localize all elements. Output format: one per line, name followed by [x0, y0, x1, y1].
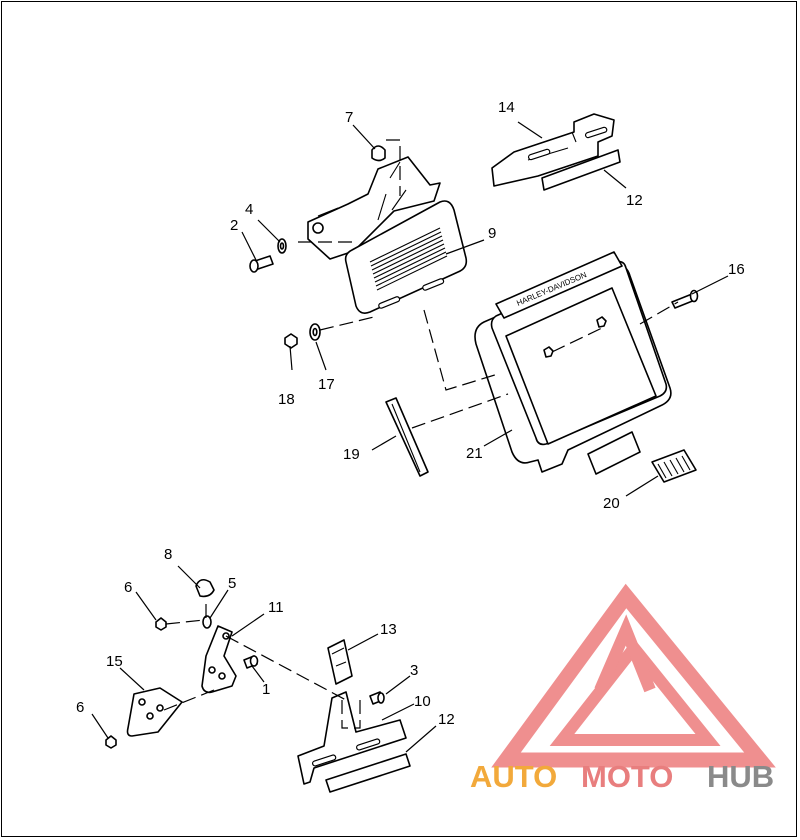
part-17-washer [309, 323, 321, 341]
callout-8: 8 [164, 546, 172, 563]
part-6-nut-lower [105, 735, 117, 749]
part-5-washer [202, 615, 212, 629]
callout-7: 7 [345, 109, 353, 126]
part-13-clip [327, 639, 353, 685]
part-20-reflector [651, 449, 697, 483]
callout-5: 5 [228, 575, 236, 592]
part-14-bracket [491, 113, 615, 187]
callout-13: 13 [380, 621, 397, 638]
callout-21: 21 [466, 445, 483, 462]
part-4-washer [277, 238, 287, 254]
callout-12-lower: 12 [438, 711, 455, 728]
part-9-bracket [307, 156, 468, 314]
callout-19: 19 [343, 446, 360, 463]
part-3-screw [369, 691, 385, 705]
part-21-plate-frame: HARLEY-DAVIDSON [474, 251, 672, 475]
part-16-screw [671, 289, 699, 309]
watermark-triangle-icon [491, 583, 776, 768]
part-6-nut-upper [155, 617, 167, 631]
part-12-strip-top [541, 149, 621, 191]
callout-labels: 7 2 4 9 18 17 14 12 16 19 21 20 8 6 5 11… [76, 99, 745, 728]
watermark-logo: AUTO MOTO HUB [470, 583, 776, 794]
callout-12-top: 12 [626, 192, 643, 209]
callout-14: 14 [498, 99, 515, 116]
callout-4: 4 [245, 201, 253, 218]
callout-9: 9 [488, 225, 496, 242]
part-19-strip [385, 397, 429, 477]
part-18-nut [284, 333, 298, 349]
callout-6-upper: 6 [124, 579, 132, 596]
part-11-bracket [201, 625, 237, 694]
watermark-hub: HUB [707, 759, 774, 794]
callout-10: 10 [414, 693, 431, 710]
part-7-cap [371, 145, 386, 162]
callout-18: 18 [278, 391, 295, 408]
assembly-lines [163, 139, 679, 729]
callout-6-lower: 6 [76, 699, 84, 716]
part-15-bracket [126, 687, 183, 737]
callout-2: 2 [230, 217, 238, 234]
part-8-cap [195, 578, 215, 598]
part-2-screw [249, 255, 274, 273]
callout-15: 15 [106, 653, 123, 670]
callout-11: 11 [268, 599, 284, 616]
callout-20: 20 [603, 495, 620, 512]
watermark-auto: AUTO [470, 759, 557, 794]
part-1-screw [243, 655, 259, 669]
callout-16: 16 [728, 261, 745, 278]
watermark-moto: MOTO [581, 759, 673, 794]
part-10-bracket [297, 691, 407, 785]
callout-1: 1 [262, 681, 270, 698]
leader-lines [91, 121, 729, 753]
callout-17: 17 [318, 376, 335, 393]
callout-3: 3 [410, 662, 418, 679]
part-12-strip-lower [325, 753, 411, 793]
